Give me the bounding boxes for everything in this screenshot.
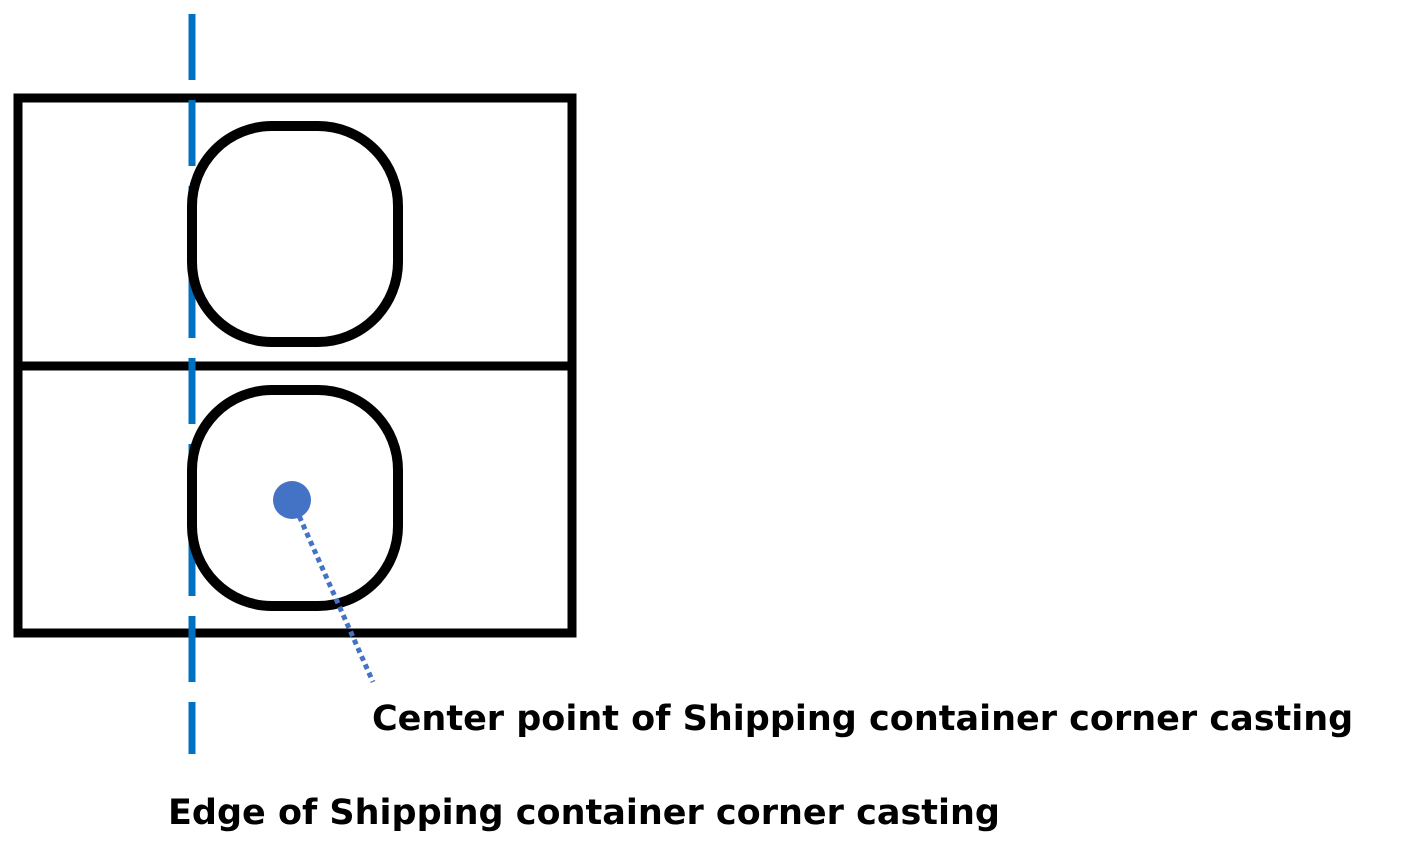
- upper-corner-casting: [187, 121, 403, 347]
- lower-corner-casting: [187, 385, 403, 611]
- lower-container-box: [13, 361, 577, 638]
- center-point-dot: [273, 481, 311, 519]
- center-point-label: Center point of Shipping container corne…: [372, 699, 1354, 739]
- edge-label: Edge of Shipping container corner castin…: [168, 793, 1000, 833]
- upper-container-box: [13, 93, 577, 371]
- leader-line: [289, 498, 376, 684]
